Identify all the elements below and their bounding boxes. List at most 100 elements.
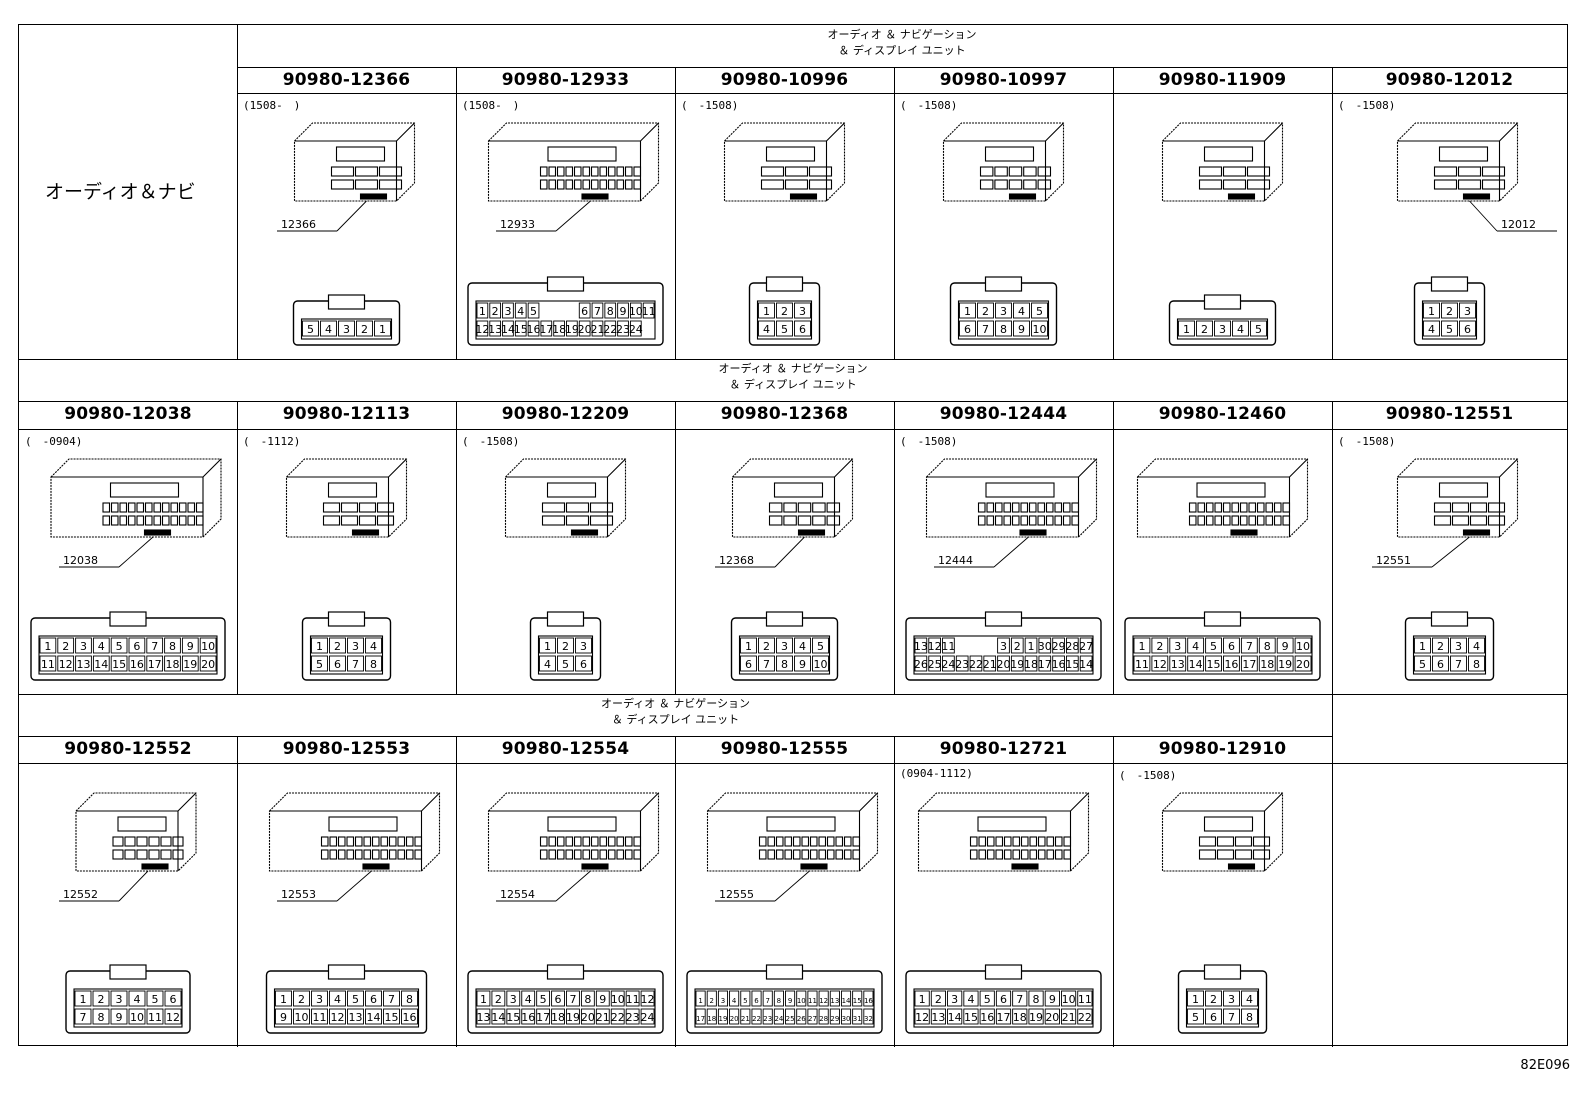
pin-number: 14 xyxy=(1189,658,1203,671)
grid-line xyxy=(1113,67,1114,359)
pin-number: 8 xyxy=(584,993,591,1006)
pin-number: 2 xyxy=(1210,993,1217,1006)
pin-cavity: 7 xyxy=(591,302,604,319)
pin-number: 21 xyxy=(596,1011,610,1024)
pin-cavity: 6 xyxy=(164,990,182,1007)
pin-cavity: 2 xyxy=(1432,637,1449,654)
pin-number: 3 xyxy=(721,997,725,1005)
pin-number: 1 xyxy=(479,305,486,318)
pin-cavity: 24 xyxy=(773,1008,784,1025)
pin-number: 17 xyxy=(1038,658,1052,671)
pin-cavity: 20 xyxy=(729,1008,740,1025)
pin-number: 21 xyxy=(741,1015,750,1023)
pin-number: 22 xyxy=(603,323,617,336)
pin-number: 6 xyxy=(581,305,588,318)
pin-cavity: 7 xyxy=(383,990,400,1007)
pin-cavity: 8 xyxy=(401,990,418,1007)
pin-number: 6 xyxy=(1000,993,1007,1006)
production-date: ( -1508) xyxy=(900,99,958,112)
pin-number: 16 xyxy=(864,997,873,1005)
group-label-line1: オーディオ ＆ ナビゲーション xyxy=(827,28,977,41)
pin-number: 20 xyxy=(997,658,1011,671)
part-number: 90980-12910 xyxy=(1158,739,1287,759)
pin-number: 8 xyxy=(781,658,788,671)
callout: 12444 xyxy=(934,536,1029,568)
pin-cavity: 17 xyxy=(536,1008,550,1025)
pin-cavity: 7 xyxy=(758,655,775,672)
pin-cavity: 20 xyxy=(997,655,1011,672)
pin-cavity: 23 xyxy=(762,1008,773,1025)
pin-number: 10 xyxy=(1296,640,1310,653)
pin-cavity: 11 xyxy=(39,655,57,672)
pin-number: 2 xyxy=(334,640,341,653)
pin-number: 24 xyxy=(629,323,643,336)
pin-number: 4 xyxy=(1246,993,1253,1006)
pin-number: 11 xyxy=(1078,993,1092,1006)
pin-number: 4 xyxy=(1237,323,1244,336)
pin-cavity: 4 xyxy=(1423,320,1440,337)
pin-cavity: 10 xyxy=(1061,990,1077,1007)
pin-number: 29 xyxy=(830,1015,839,1023)
pin-number: 5 xyxy=(1446,323,1453,336)
pin-number: 7 xyxy=(151,640,158,653)
pin-number: 18 xyxy=(551,1011,565,1024)
pin-cavity: 6 xyxy=(329,655,346,672)
pin-cavity: 10 xyxy=(796,990,807,1007)
pin-number: 2 xyxy=(1446,305,1453,318)
pin-number: 11 xyxy=(41,658,55,671)
pin-number: 11 xyxy=(941,640,955,653)
pin-cavity: 4 xyxy=(1232,320,1249,337)
pin-number: 4 xyxy=(1428,323,1435,336)
pin-number: 5 xyxy=(562,658,569,671)
pin-cavity: 26 xyxy=(914,655,928,672)
pin-number: 13 xyxy=(77,658,91,671)
callout-number: 12366 xyxy=(281,218,316,231)
pin-cavity: 17 xyxy=(1240,655,1258,672)
pin-cavity: 8 xyxy=(1028,990,1044,1007)
production-date: (1508- ) xyxy=(243,99,301,112)
pin-number: 7 xyxy=(1228,1011,1235,1024)
production-date: ( -0904) xyxy=(25,435,83,448)
pin-cavity: 27 xyxy=(807,1008,818,1025)
pin-cavity: 3 xyxy=(338,320,355,337)
connector-body xyxy=(487,792,660,872)
pin-number: 9 xyxy=(1282,640,1289,653)
pin-number: 18 xyxy=(707,1015,716,1023)
pin-cavity: 1 xyxy=(1178,320,1195,337)
pin-cavity: 16 xyxy=(521,1008,535,1025)
pin-number: 15 xyxy=(385,1011,399,1024)
pin-number: 10 xyxy=(814,658,828,671)
pin-cavity: 16 xyxy=(401,1008,418,1025)
pin-cavity: 1 xyxy=(1024,637,1038,654)
pin-number: 7 xyxy=(765,997,769,1005)
pin-number: 6 xyxy=(745,658,752,671)
pin-cavity: 19 xyxy=(717,1008,729,1025)
pin-cavity: 5 xyxy=(1187,1008,1204,1025)
pin-number: 15 xyxy=(514,323,528,336)
pin-cavity: 6 xyxy=(794,320,811,337)
pin-cavity: 3 xyxy=(1459,302,1476,319)
part-number: 90980-12555 xyxy=(720,739,849,759)
pin-cavity: 15 xyxy=(852,990,863,1007)
pin-cavity: 18 xyxy=(552,320,566,337)
pin-cavity: 17 xyxy=(146,655,164,672)
pin-cavity: 14 xyxy=(92,655,110,672)
pin-number: 15 xyxy=(112,658,126,671)
pin-number: 3 xyxy=(1219,323,1226,336)
pin-number: 11 xyxy=(808,997,817,1005)
pin-number: 8 xyxy=(169,640,176,653)
pin-cavity: 7 xyxy=(762,990,773,1007)
pin-cavity: 10 xyxy=(199,637,217,654)
